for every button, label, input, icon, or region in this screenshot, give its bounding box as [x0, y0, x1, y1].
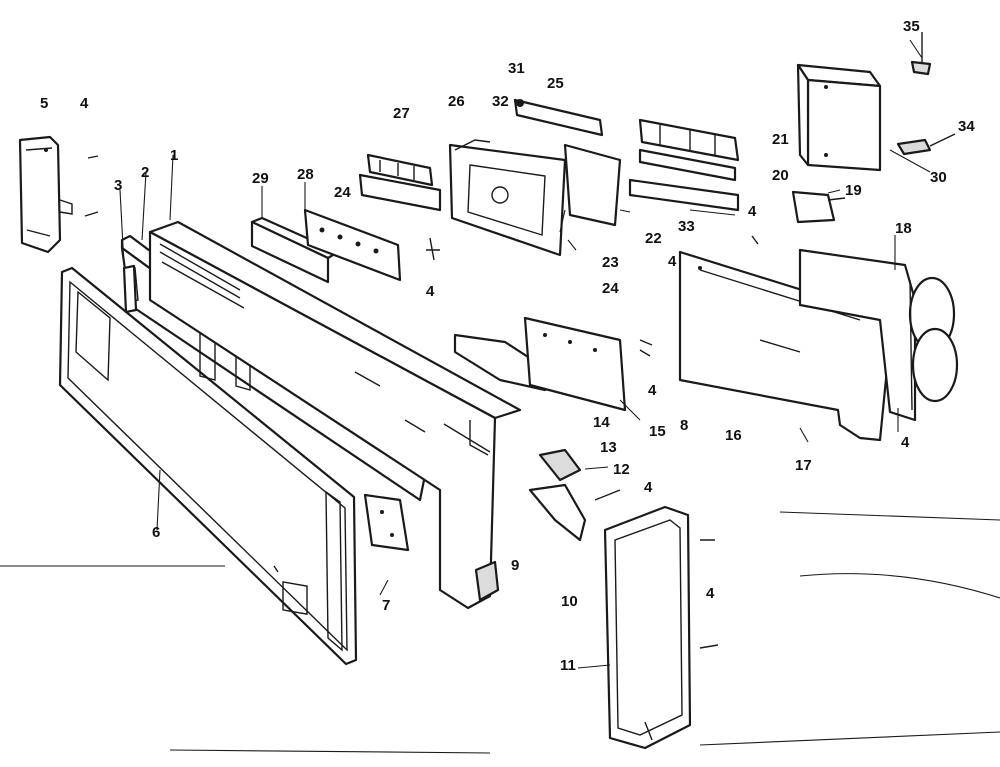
callout-24-a: 24 — [334, 184, 351, 201]
part-22-switch-cluster — [563, 118, 740, 227]
callout-4-d: 4 — [648, 382, 657, 399]
callout-22: 22 — [645, 230, 662, 247]
callout-23: 23 — [602, 254, 619, 271]
callout-21: 21 — [772, 131, 789, 148]
callout-17: 17 — [795, 457, 812, 474]
callout-32: 32 — [492, 93, 509, 110]
callout-9: 9 — [511, 557, 519, 574]
callout-29: 29 — [252, 170, 269, 187]
callout-4-h: 4 — [668, 253, 677, 270]
callouts: 35 31 25 32 26 27 5 4 34 21 1 2 3 29 28 … — [40, 18, 975, 674]
callout-11: 11 — [560, 657, 576, 674]
callout-35: 35 — [903, 18, 920, 35]
callout-18: 18 — [895, 220, 912, 237]
leader-lines — [119, 39, 931, 669]
callout-4-e: 4 — [901, 434, 910, 451]
part-21-module-box — [796, 63, 882, 172]
callout-14: 14 — [593, 414, 610, 431]
part-25-top-bar — [513, 98, 604, 137]
callout-10: 10 — [561, 593, 578, 610]
part-15-plate — [523, 316, 627, 412]
callout-19: 19 — [845, 182, 862, 199]
part-11-side-panel — [603, 505, 692, 750]
part-35-screw — [910, 32, 932, 76]
callout-7: 7 — [382, 597, 390, 614]
callout-16: 16 — [725, 427, 742, 444]
callout-30: 30 — [930, 169, 947, 186]
part-34-screw — [896, 133, 956, 156]
callout-4-g: 4 — [706, 585, 715, 602]
callout-3: 3 — [114, 177, 122, 194]
callout-28: 28 — [297, 166, 314, 183]
background-lines — [0, 511, 1000, 754]
callout-13: 13 — [600, 439, 617, 456]
part-12-clip — [528, 448, 587, 542]
callout-24-b: 24 — [602, 280, 619, 297]
callout-4-f: 4 — [644, 479, 653, 496]
callout-15: 15 — [649, 423, 666, 440]
part-5-end-bracket — [18, 135, 73, 254]
callout-2: 2 — [141, 164, 149, 181]
part-7-hinge-plate — [363, 493, 410, 552]
callout-26: 26 — [448, 93, 465, 110]
callout-1: 1 — [170, 147, 178, 164]
part-6-front-panel — [58, 266, 358, 666]
part-1-console-body — [148, 220, 522, 610]
callout-8: 8 — [680, 417, 688, 434]
callout-27: 27 — [393, 105, 410, 122]
part-19-relay — [791, 190, 846, 224]
callout-31: 31 — [508, 60, 525, 77]
part-26-timer — [448, 139, 567, 257]
callout-4-c: 4 — [426, 283, 435, 300]
callout-5: 5 — [40, 95, 48, 112]
part-3-clip — [122, 264, 138, 314]
callout-34: 34 — [958, 118, 975, 135]
callout-33: 33 — [678, 218, 695, 235]
callout-4-b: 4 — [748, 203, 757, 220]
callout-6: 6 — [152, 524, 160, 541]
fasteners-4 — [84, 155, 759, 649]
part-28-switch-bracket — [303, 208, 402, 282]
part-27-switch-bank — [358, 153, 442, 212]
part-17-motor-assembly — [798, 248, 959, 422]
callout-4-a: 4 — [80, 95, 89, 112]
callout-25: 25 — [547, 75, 564, 92]
callout-12: 12 — [613, 461, 630, 478]
callout-20: 20 — [772, 167, 789, 184]
